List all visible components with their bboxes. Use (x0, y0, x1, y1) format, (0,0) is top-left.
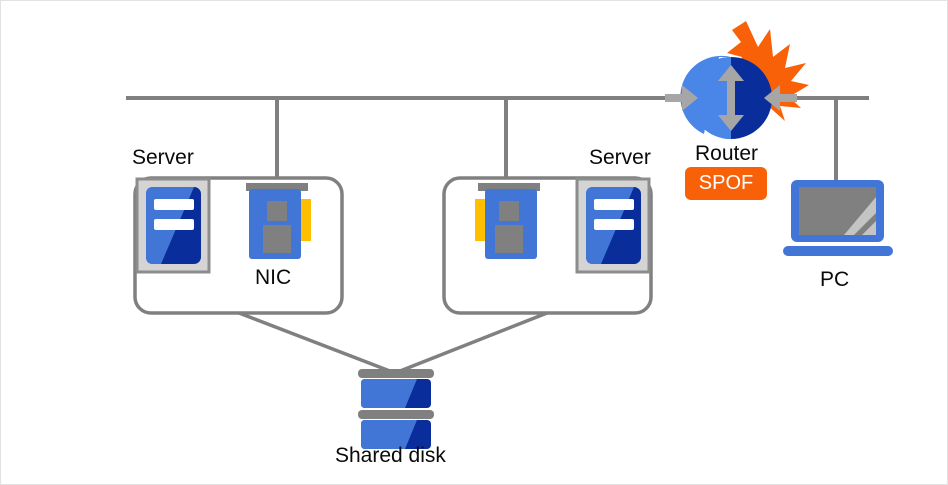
server-left-machine-icon (135, 177, 211, 274)
label-nic-left: NIC (255, 266, 292, 289)
link-server-right-to-disk (394, 311, 548, 375)
label-shared-disk: Shared disk (335, 444, 446, 467)
shared-disk-icon[interactable] (358, 369, 434, 449)
spof-status-badge: SPOF (685, 167, 767, 200)
server-left-nic-icon (246, 183, 311, 259)
label-router: Router (695, 142, 759, 165)
server-right-nic-icon (475, 183, 540, 259)
label-server-left: Server (132, 146, 194, 169)
label-pc: PC (820, 268, 850, 291)
pc-icon[interactable] (783, 180, 893, 256)
spof-badge-label: SPOF (698, 172, 754, 194)
label-server-right: Server (589, 146, 651, 169)
router-icon[interactable] (665, 55, 797, 139)
server-right-machine-icon (575, 177, 651, 274)
link-server-left-to-disk (238, 311, 396, 375)
